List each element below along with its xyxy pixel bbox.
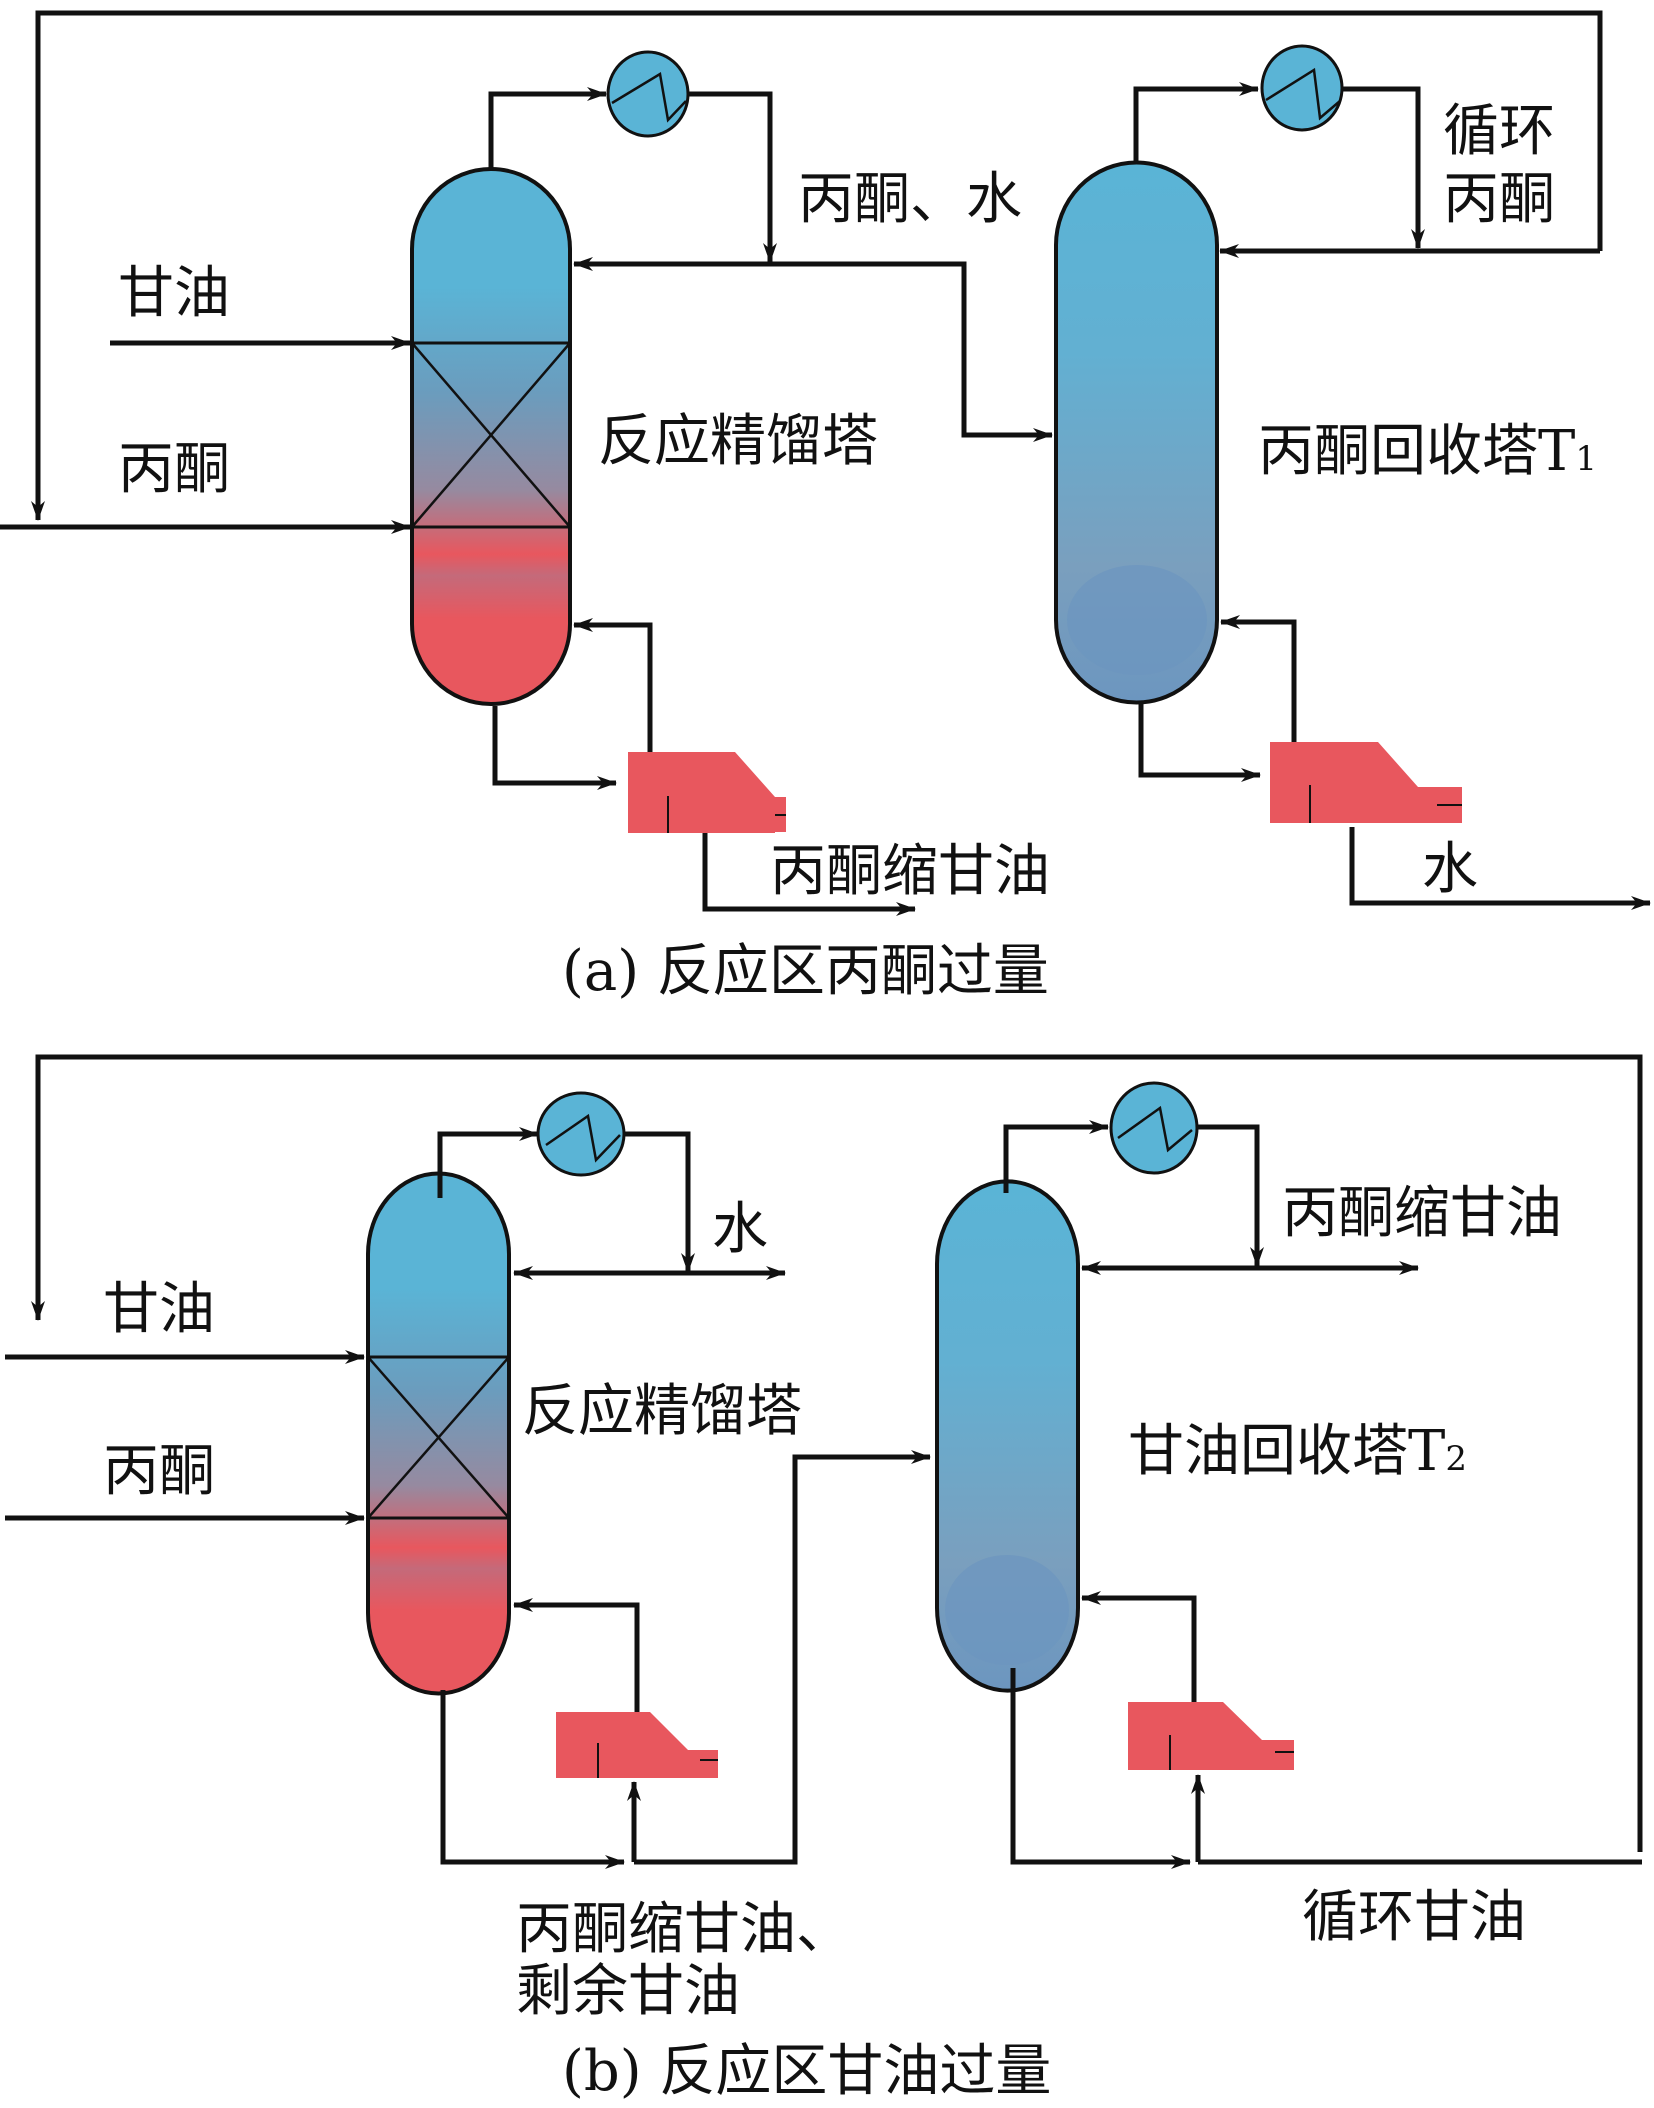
bottoms-to-t2-line — [634, 1450, 931, 1865]
water-out-line — [1349, 827, 1651, 910]
distillate-to-t1-line — [770, 261, 1053, 442]
packing-section — [410, 341, 572, 529]
glycerol-feed-label: 甘油 — [118, 261, 230, 326]
t2-overhead-line — [1003, 1120, 1109, 1193]
reboiler-vapor-return-b — [513, 1598, 640, 1712]
recycle-glycerol-label: 循环甘油 — [1302, 1885, 1526, 1950]
overhead-vapor-line — [488, 87, 607, 170]
panel-a: 甘油 丙酮 反应精馏塔 丙酮、水 丙酮缩甘油 — [0, 10, 1651, 1004]
recovery-column-t2-label: 甘油回收塔T2 — [1128, 1419, 1467, 1484]
reactive-column-label-b: 反应精馏塔 — [522, 1379, 802, 1444]
condensate-line — [688, 91, 777, 263]
t1-reboiler-icon — [1270, 742, 1462, 823]
bottom-product-label: 丙酮缩甘油 — [770, 839, 1050, 904]
t2-reboiler-return — [1081, 1591, 1197, 1702]
t2-reboiler-icon — [1128, 1702, 1294, 1770]
t1-reboiler-return — [1220, 615, 1297, 742]
t1-overhead-line — [1133, 82, 1259, 164]
t2-top-product-label: 丙酮缩甘油 — [1282, 1181, 1562, 1246]
water-label: 水 — [1422, 837, 1478, 902]
acetone-feed-label-b: 丙酮 — [103, 1439, 215, 1504]
panel-b-caption: (b) 反应区甘油过量 — [562, 2039, 1051, 2104]
recycle-glycerol-line — [31, 1054, 1643, 1852]
bottom-stream-label-2: 剩余甘油 — [516, 1959, 740, 2024]
bottoms-line — [492, 706, 617, 790]
panel-a-caption: (a) 反应区丙酮过量 — [562, 939, 1049, 1004]
overhead-vapor-line-b — [437, 1127, 539, 1198]
glycerol-feed-label-b: 甘油 — [103, 1277, 215, 1342]
panel-b: 甘油 丙酮 反应精馏塔 水 丙酮缩甘油、 剩余甘油 — [5, 1054, 1643, 2104]
t2-bottoms-line — [1010, 1668, 1191, 1869]
t1-condenser-icon — [1260, 44, 1344, 132]
recovery-column-t2 — [935, 1179, 1080, 1693]
t2-condensate-line — [1197, 1124, 1264, 1267]
top-stream-label-b: 水 — [712, 1197, 768, 1262]
t2-condenser-icon — [1109, 1081, 1199, 1175]
reactive-column-label: 反应精馏塔 — [598, 409, 878, 474]
product-out-line — [702, 833, 916, 916]
recovery-column-t1 — [1054, 160, 1219, 705]
condenser-icon-b — [536, 1091, 626, 1177]
condensate-line-b — [624, 1131, 695, 1273]
acetone-feed-label: 丙酮 — [118, 437, 230, 502]
recycle-acetone-label-1: 循环 — [1443, 99, 1555, 164]
reboiler-icon — [628, 752, 786, 833]
condenser-icon — [606, 50, 690, 138]
t1-bottoms-line — [1138, 702, 1261, 782]
recycle-acetone-label-2: 丙酮 — [1443, 167, 1555, 232]
reboiler-icon-b — [556, 1712, 718, 1778]
reactive-column-b — [366, 1171, 511, 1696]
top-stream-label: 丙酮、水 — [798, 167, 1022, 232]
recovery-column-t1-label: 丙酮回收塔T1 — [1258, 419, 1597, 484]
t1-condensate-line — [1342, 86, 1425, 249]
bottoms-line-b — [440, 1690, 625, 1869]
reboiler-vapor-return — [573, 618, 653, 752]
bottom-stream-label-1: 丙酮缩甘油、 — [516, 1897, 852, 1962]
reactive-column-a — [410, 167, 572, 706]
recycle-acetone-line — [31, 10, 1603, 521]
packing-section-b — [366, 1355, 511, 1520]
